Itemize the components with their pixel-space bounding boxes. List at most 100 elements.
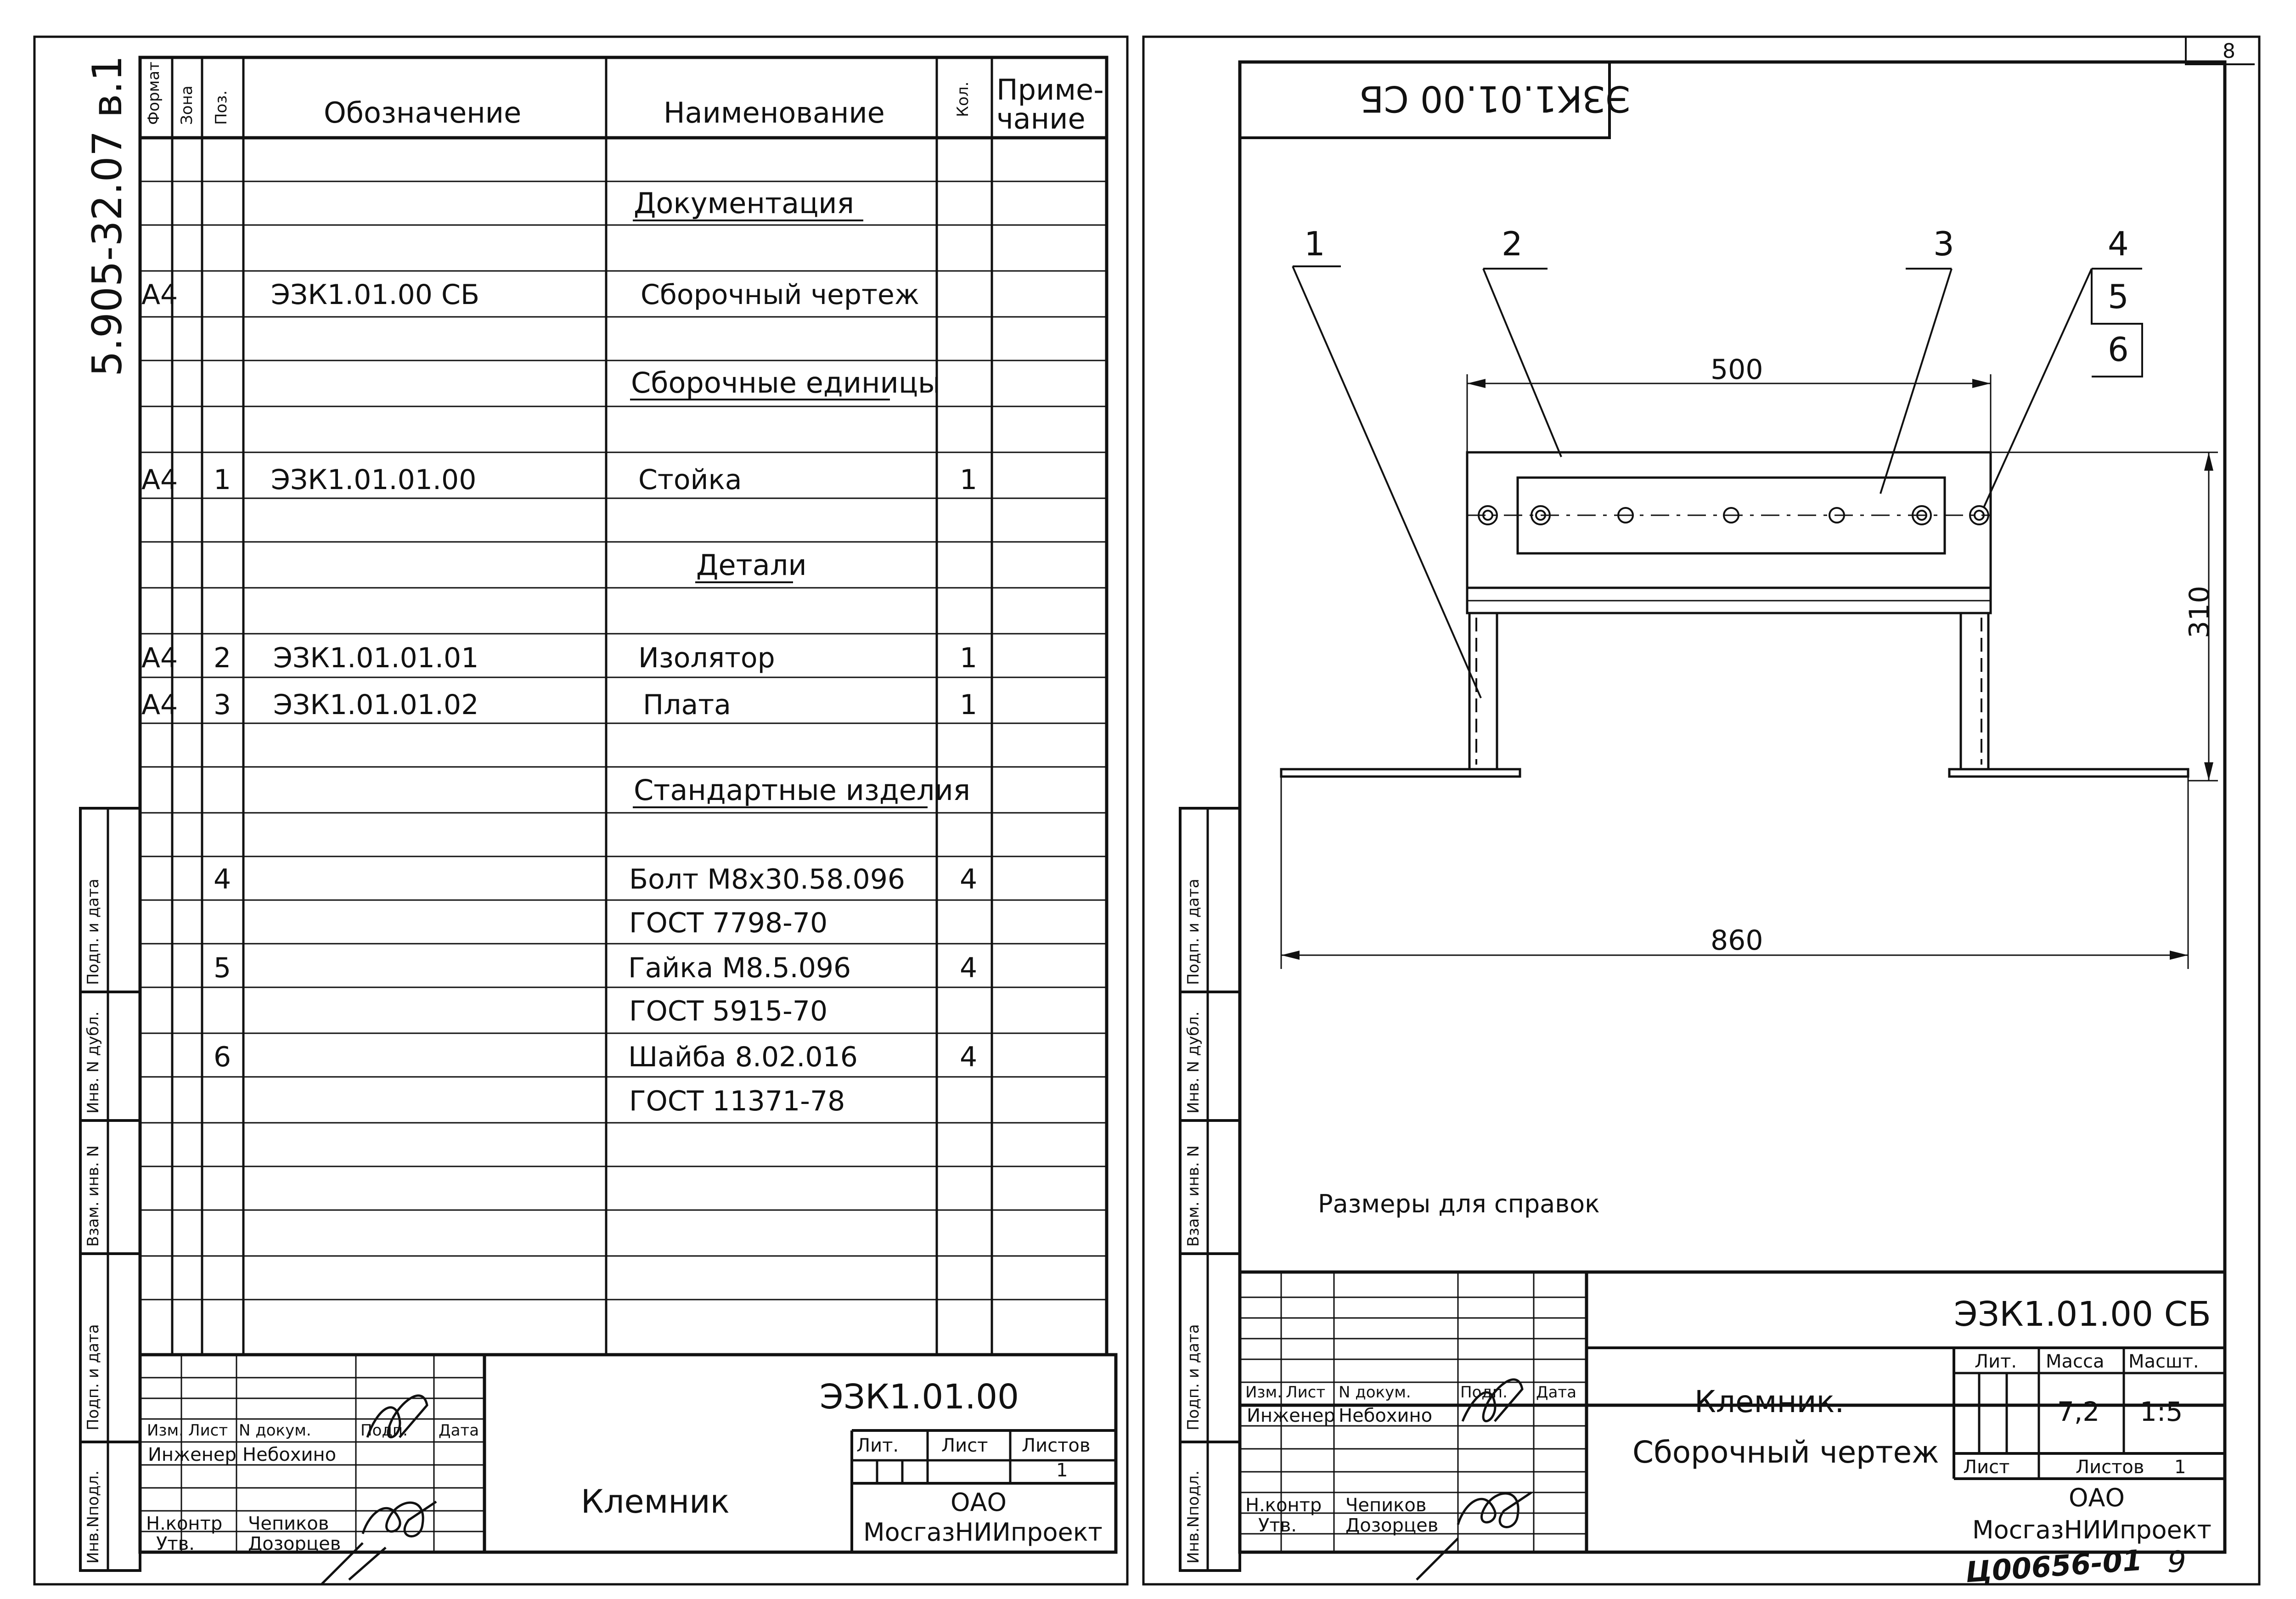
row-name: Гайка М8.5.096 [628, 952, 851, 984]
callout-3: 3 [1933, 225, 1954, 263]
right-tb-mass-value: 7,2 [2057, 1396, 2100, 1427]
right-tb-role-engineer: Инженер [1247, 1405, 1335, 1426]
row-format: А4 [141, 464, 178, 496]
margin-inv-dubl: Инв. N дубл. [84, 1011, 102, 1114]
page-number-handwritten: 9 [2167, 1545, 2186, 1579]
row-qty: 1 [960, 642, 978, 674]
row-name: ГОСТ 5915-70 [629, 995, 828, 1027]
right-tb-col-list: Лист [1286, 1383, 1326, 1402]
row-designation: ЭЗК1.01.00 СБ [271, 279, 480, 311]
right-tb-listov-label: Листов [2076, 1457, 2144, 1478]
left-tb-listov-value: 1 [1056, 1460, 1068, 1481]
right-tb-col-podp: Подп. [1460, 1383, 1508, 1402]
left-tb-org-line2: МосгазНИИпроект [863, 1518, 1103, 1547]
row-name: Сборочный чертеж [641, 279, 919, 311]
row-name: Стойка [638, 464, 742, 496]
row-pos: 6 [214, 1041, 231, 1073]
row-qty: 4 [960, 1041, 978, 1073]
signatures [321, 1379, 1531, 1584]
header-note-line2: чание [996, 102, 1086, 135]
dim-500: 500 [1711, 354, 1763, 386]
left-tb-role-utv: Утв. [156, 1533, 195, 1554]
left-tb-col-izm: Изм. [147, 1421, 184, 1440]
row-qty: 4 [960, 952, 978, 984]
row-qty: 1 [960, 689, 978, 721]
header-designation: Обозначение [324, 96, 522, 129]
left-tb-role-engineer: Инженер [148, 1444, 236, 1465]
row-name: Изолятор [638, 642, 775, 674]
right-tb-mass-label: Масса [2046, 1351, 2105, 1372]
left-tb-name-nkontr: Чепиков [248, 1513, 329, 1534]
right-tb-col-izm: Изм. [1245, 1383, 1282, 1402]
left-tb-title: Клемник [581, 1483, 730, 1520]
margin-inv-podl: Инв.Nподл. [84, 1470, 102, 1564]
right-tb-scale-value: 1:5 [2140, 1396, 2183, 1427]
r-margin-sign-date: Подп. и дата [1184, 878, 1203, 985]
sheet-number: 8 [2223, 39, 2235, 63]
left-tb-col-data: Дата [439, 1421, 479, 1440]
left-tb-list-label: Лист [941, 1435, 988, 1456]
margin-sign-date-2: Подп. и дата [84, 1324, 102, 1430]
right-tb-name-nkontr: Чепиков [1345, 1495, 1427, 1516]
dim-860: 860 [1711, 924, 1763, 957]
right-tb-org-line2: МосгазНИИпроект [1972, 1515, 2212, 1544]
section-details: Детали [696, 548, 807, 582]
row-pos: 2 [214, 642, 231, 674]
row-pos: 4 [214, 863, 231, 895]
right-tb-title-line2: Сборочный чертеж [1632, 1435, 1939, 1470]
mirrored-drawing-code: ЭЗК1.01.00 СБ [1359, 78, 1631, 119]
right-tb-col-ndok: N докум. [1339, 1383, 1411, 1402]
section-assembly-units: Сборочные единицы [631, 366, 941, 400]
row-designation: ЭЗК1.01.01.00 [271, 464, 477, 496]
row-qty: 1 [960, 464, 978, 496]
callout-1: 1 [1304, 225, 1325, 263]
left-tb-listov-label: Листов [1022, 1435, 1091, 1456]
r-margin-sign-date-2: Подп. и дата [1184, 1324, 1203, 1430]
left-tb-col-podp: Подп. [360, 1421, 408, 1440]
header-name: Наименование [664, 96, 885, 129]
callout-4: 4 [2108, 225, 2129, 263]
left-tb-col-list: Лист [188, 1421, 228, 1440]
right-tb-list-label: Лист [1963, 1457, 2010, 1478]
left-tb-name-engineer: Небохино [242, 1444, 337, 1465]
row-format: А4 [141, 279, 178, 311]
r-margin-vzam-inv: Взам. инв. N [1184, 1145, 1203, 1247]
right-tb-scale-label: Масшт. [2128, 1351, 2199, 1372]
right-tb-role-utv: Утв. [1258, 1515, 1297, 1536]
right-tb-col-data: Дата [1536, 1383, 1577, 1402]
right-tb-code: ЭЗК1.01.00 СБ [1954, 1295, 2212, 1334]
right-tb-name-engineer: Небохино [1339, 1405, 1433, 1426]
callout-5: 5 [2108, 277, 2129, 316]
side-code: 5.905-32.07 в.1 [84, 55, 131, 377]
r-margin-inv-dubl: Инв. N дубл. [1184, 1011, 1203, 1114]
row-designation: ЭЗК1.01.01.02 [273, 689, 479, 721]
klemnik-assembly-drawing [1281, 266, 2218, 969]
row-qty: 4 [960, 863, 978, 895]
left-tb-code: ЭЗК1.01.00 [820, 1377, 1019, 1417]
row-name: Болт М8х30.58.096 [629, 863, 906, 895]
row-pos: 5 [214, 952, 231, 984]
right-tb-role-nkontr: Н.контр [1245, 1495, 1322, 1516]
section-standard: Стандартные изделия [634, 773, 971, 807]
row-format: А4 [141, 642, 178, 674]
margin-vzam-inv: Взам. инв. N [84, 1145, 102, 1247]
left-tb-name-utv: Дозорцев [248, 1533, 341, 1554]
right-tb-org-line1: ОАО [2069, 1483, 2125, 1512]
row-name: ГОСТ 11371-78 [629, 1085, 845, 1117]
header-note-line1: Приме- [996, 73, 1104, 107]
row-name: Плата [643, 689, 731, 721]
header-zone: Зона [178, 85, 196, 125]
left-tb-role-nkontr: Н.контр [146, 1513, 223, 1534]
margin-sign-date: Подп. и дата [84, 878, 102, 985]
row-name: ГОСТ 7798-70 [629, 907, 828, 939]
drawing-note: Размеры для справок [1318, 1189, 1600, 1218]
callout-2: 2 [1502, 225, 1523, 263]
header-format: Формат [145, 62, 163, 125]
left-tb-lit-label: Лит. [856, 1435, 899, 1456]
right-tb-title-line1: Клемник. [1694, 1384, 1845, 1419]
header-pos: Поз. [212, 90, 231, 125]
row-format: А4 [141, 689, 178, 721]
left-tb-col-ndok: N докум. [239, 1421, 311, 1440]
left-tb-org-line1: ОАО [951, 1488, 1007, 1517]
